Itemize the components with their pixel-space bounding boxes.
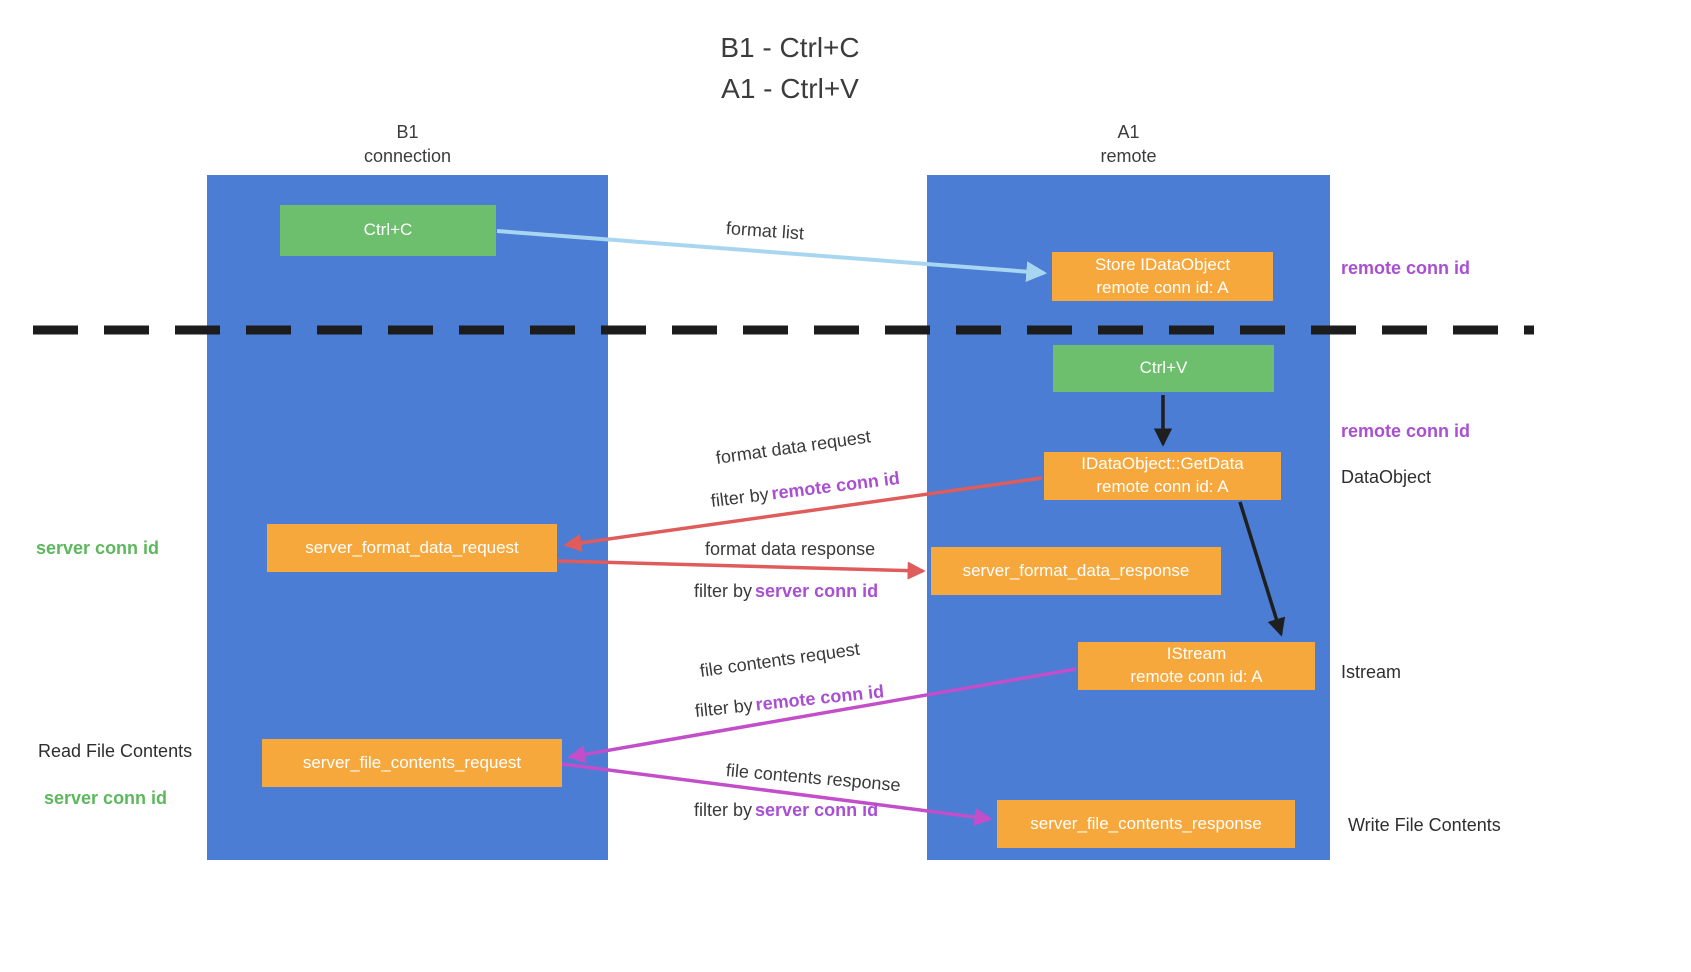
filter-by-text-3: filter by — [693, 694, 754, 721]
lane-b1-name: B1 — [396, 122, 419, 142]
node-istream: IStream remote conn id: A — [1078, 642, 1315, 690]
label-filter-by-remote-2: filter byremote conn id — [694, 681, 885, 722]
node-store-idataobject: Store IDataObject remote conn id: A — [1052, 252, 1273, 301]
arrow-format-data-response — [557, 559, 926, 580]
title-line-1: B1 - Ctrl+C — [720, 32, 860, 63]
node-istream-line-1: IStream — [1166, 644, 1227, 664]
node-server-file-contents-response: server_file_contents_response — [997, 800, 1295, 848]
node-server-format-data-response: server_format_data_response — [931, 547, 1221, 595]
side-label-dataobject: DataObject — [1341, 467, 1432, 487]
node-ctrl-c-label: Ctrl+C — [363, 220, 413, 240]
label-filter-by-remote-1: filter byremote conn id — [710, 468, 901, 512]
node-ctrl-v: Ctrl+V — [1053, 345, 1274, 392]
node-format-request-label: server_format_data_request — [305, 537, 519, 557]
node-store-line-2: remote conn id: A — [1096, 277, 1229, 297]
node-idataobject-getdata: IDataObject::GetData remote conn id: A — [1044, 452, 1281, 500]
filter-by-text-4: filter by — [694, 800, 753, 820]
label-format-data-request: format data request — [714, 426, 872, 468]
side-label-remote-conn-id-top: remote conn id — [1341, 258, 1471, 278]
node-server-format-data-request: server_format_data_request — [267, 524, 557, 572]
node-format-response-label: server_format_data_response — [962, 560, 1190, 580]
node-istream-line-2: remote conn id: A — [1130, 667, 1263, 686]
lane-a1-sub: remote — [1100, 146, 1157, 167]
node-ctrl-v-label: Ctrl+V — [1139, 358, 1188, 378]
server-conn-id-text-2: server conn id — [755, 800, 879, 820]
node-getdata-line-1: IDataObject::GetData — [1081, 454, 1244, 474]
server-conn-id-text-1: server conn id — [755, 581, 879, 601]
node-server-file-contents-request: server_file_contents_request — [262, 739, 562, 787]
lane-b1-sub: connection — [363, 146, 452, 167]
node-file-request-label: server_file_contents_request — [302, 752, 522, 772]
side-label-istream: Istream — [1341, 662, 1402, 682]
filter-by-text-1: filter by — [709, 484, 770, 511]
side-label-remote-conn-id-mid: remote conn id — [1341, 421, 1471, 441]
label-file-contents-request: file contents request — [698, 638, 861, 681]
label-format-data-response: format data response — [705, 539, 876, 559]
filter-by-text-2: filter by — [694, 581, 753, 601]
node-getdata-line-2: remote conn id: A — [1096, 477, 1229, 496]
side-label-server-conn-id-bottom: server conn id — [44, 788, 168, 808]
side-label-read-file-contents: Read File Contents — [38, 741, 193, 761]
lane-header-b1: B1 connection — [207, 120, 608, 169]
remote-conn-id-text-1: remote conn id — [770, 467, 901, 504]
diagram-title: B1 - Ctrl+C A1 - Ctrl+V — [0, 28, 1580, 109]
node-ctrl-c: Ctrl+C — [280, 205, 496, 256]
label-format-list: format list — [725, 218, 805, 244]
title-line-2: A1 - Ctrl+V — [721, 72, 859, 104]
label-file-contents-response: file contents response — [725, 760, 902, 796]
side-label-write-file-contents: Write File Contents — [1348, 815, 1501, 835]
lane-a1-name: A1 — [1117, 122, 1140, 142]
lane-header-a1: A1 remote — [927, 120, 1330, 169]
remote-conn-id-text-2: remote conn id — [754, 681, 885, 715]
side-label-server-conn-id-top: server conn id — [36, 538, 160, 558]
node-store-line-1: Store IDataObject — [1094, 254, 1231, 274]
node-file-response-label: server_file_contents_response — [1030, 813, 1262, 833]
